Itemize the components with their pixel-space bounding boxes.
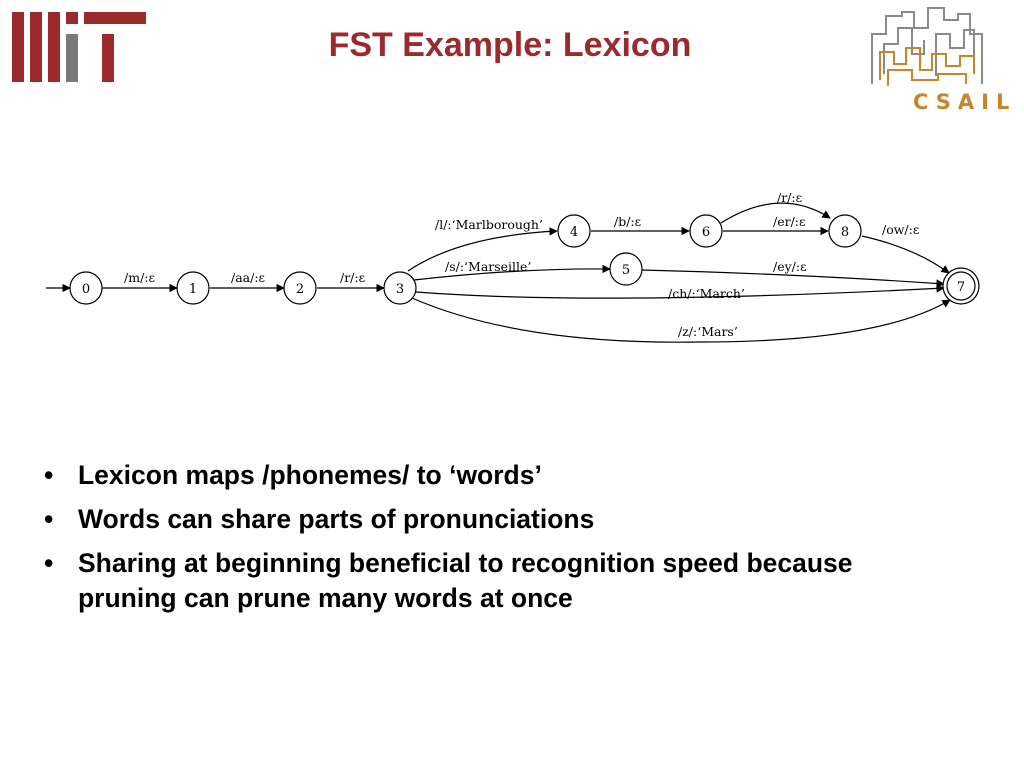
fst-diagram: 0 1 2 3 4 5 6 7 8 /m/:ε /aa/:ε /r/:ε /l/… <box>46 190 980 343</box>
arc-label-march: /ch/:‘March’ <box>668 286 745 301</box>
arc-6-8-r <box>720 202 831 224</box>
csail-logo-text: CSAIL <box>913 90 1017 114</box>
bullet-list: • Lexicon maps /phonemes/ to ‘words’ • W… <box>44 458 944 625</box>
state-label-6: 6 <box>702 225 710 240</box>
arc-label-b: /b/:ε <box>614 214 641 229</box>
state-label-7: 7 <box>957 280 965 295</box>
state-label-1: 1 <box>189 282 197 297</box>
state-6 <box>689 214 723 248</box>
bullet-dot: • <box>44 504 54 534</box>
state-0 <box>69 271 103 305</box>
bullet-item: • Sharing at beginning beneficial to rec… <box>44 546 944 616</box>
bullet-text: Words can share parts of pronunciations <box>78 504 595 534</box>
state-4 <box>557 214 591 248</box>
arc-8-7 <box>861 235 950 274</box>
state-3 <box>383 271 417 305</box>
state-label-3: 3 <box>396 282 404 297</box>
arc-label-marlborough: /l/:‘Marlborough’ <box>435 217 543 232</box>
state-5 <box>609 252 643 286</box>
arc-3-4 <box>407 227 558 272</box>
arc-label-ow: /ow/:ε <box>882 222 919 237</box>
state-label-8: 8 <box>841 225 849 240</box>
arc-3-5 <box>413 264 611 281</box>
arc-label-aa: /aa/:ε <box>231 270 265 285</box>
state-2 <box>283 271 317 305</box>
bullet-item: • Lexicon maps /phonemes/ to ‘words’ <box>44 458 944 493</box>
state-label-5: 5 <box>622 263 630 278</box>
arc-label-m: /m/:ε <box>124 270 155 285</box>
arc-label-er: /er/:ε <box>773 214 805 229</box>
state-label-4: 4 <box>570 225 578 240</box>
bullet-item: • Words can share parts of pronunciation… <box>44 502 944 537</box>
arc-label-ey: /ey/:ε <box>773 259 807 274</box>
state-label-0: 0 <box>82 282 90 297</box>
arc-label-marseille: /s/:‘Marseille’ <box>445 259 531 274</box>
arc-label-r-23: /r/:ε <box>340 270 365 285</box>
arc-3-7-ch <box>415 284 945 299</box>
bullet-dot: • <box>44 460 54 490</box>
state-7-inner <box>946 271 976 301</box>
arc-label-mars: /z/:‘Mars’ <box>678 324 738 339</box>
csail-logo <box>871 7 983 86</box>
mit-logo <box>12 12 146 82</box>
arc-label-r-68: /r/:ε <box>777 190 802 205</box>
slide-title: FST Example: Lexicon <box>328 26 692 64</box>
arc-5-7 <box>640 269 945 288</box>
bullet-text: Lexicon maps /phonemes/ to ‘words’ <box>78 460 542 490</box>
bullet-text: Sharing at beginning beneficial to recog… <box>78 548 853 613</box>
state-label-2: 2 <box>296 282 304 297</box>
state-1 <box>176 271 210 305</box>
arc-3-7-z <box>411 297 951 343</box>
bullet-dot: • <box>44 548 54 578</box>
state-8 <box>828 214 862 248</box>
